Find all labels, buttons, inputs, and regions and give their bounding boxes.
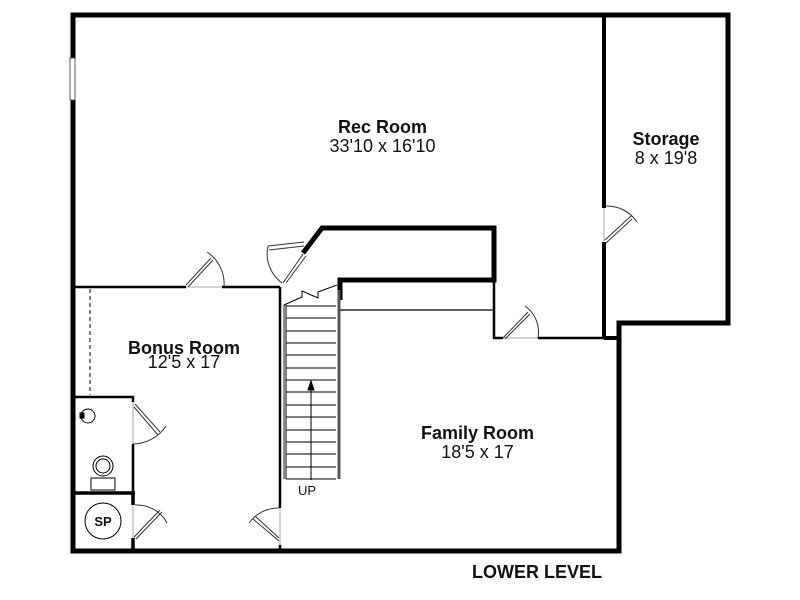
room-label-rec-room: Rec Room 33'10 x 16'10	[310, 118, 455, 155]
staircase	[283, 284, 338, 480]
room-dimensions: 18'5 x 17	[441, 442, 514, 462]
room-name: Family Room	[420, 423, 535, 443]
stairs-up-label: UP	[298, 483, 317, 498]
room-name: Rec Room	[337, 117, 427, 137]
room-label-storage: Storage 8 x 19'8	[622, 130, 710, 167]
room-dimensions: 12'5 x 17	[147, 352, 221, 373]
sump-pump-icon	[84, 502, 122, 540]
toilet-icon	[90, 455, 116, 491]
room-label-family-room: Family Room 18'5 x 17	[405, 424, 550, 461]
exterior-wall	[70, 12, 731, 554]
stair-enclosure-wall	[301, 225, 497, 300]
window	[69, 57, 76, 101]
room-name: Bonus Room	[128, 338, 240, 358]
room-dimensions: 8 x 19'8	[634, 148, 698, 168]
level-title: LOWER LEVEL	[472, 562, 602, 582]
sink-icon	[79, 408, 96, 424]
room-name: Storage	[632, 129, 700, 149]
sump-pump-label: SP	[94, 514, 112, 529]
room-label-bonus-room: Bonus Room 12'5 x 17	[117, 338, 251, 373]
room-dimensions: 33'10 x 16'10	[329, 136, 436, 156]
